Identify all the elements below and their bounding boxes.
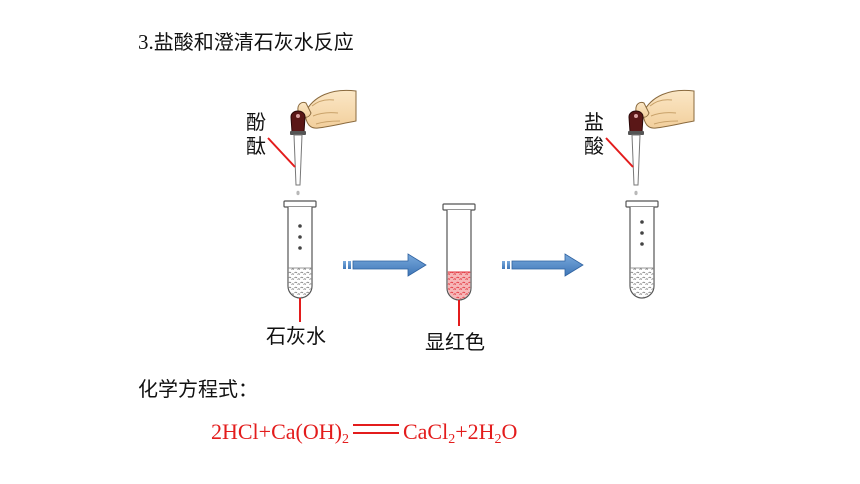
chemical-equation: 2HCl+Ca(OH)2 CaCl2+2H2O [211, 418, 518, 447]
equation-heading: 化学方程式： [138, 377, 258, 401]
title-number: 3. [138, 30, 154, 54]
arrow-2 [502, 253, 584, 277]
test-tube-limewater [283, 200, 317, 322]
equation-reactants: 2HCl+Ca(OH)2 [211, 419, 349, 447]
hand-dropper-left [290, 89, 357, 196]
label-phenolphthalein: 酚 酞 [246, 110, 266, 158]
slide-title: 3.盐酸和澄清石灰水反应 [138, 29, 354, 55]
arrow-1 [343, 253, 427, 277]
title-text: 盐酸和澄清石灰水反应 [153, 30, 354, 54]
label-limewater: 石灰水 [266, 324, 326, 348]
hand-dropper-right [628, 89, 695, 196]
label-hydrochloric-acid: 盐 酸 [584, 110, 604, 158]
equals-sign [352, 424, 399, 434]
label-turns-red: 显红色 [425, 330, 485, 354]
test-tube-final [625, 200, 659, 299]
equation-products: CaCl2+2H2O [402, 419, 518, 447]
test-tube-red [442, 203, 476, 326]
